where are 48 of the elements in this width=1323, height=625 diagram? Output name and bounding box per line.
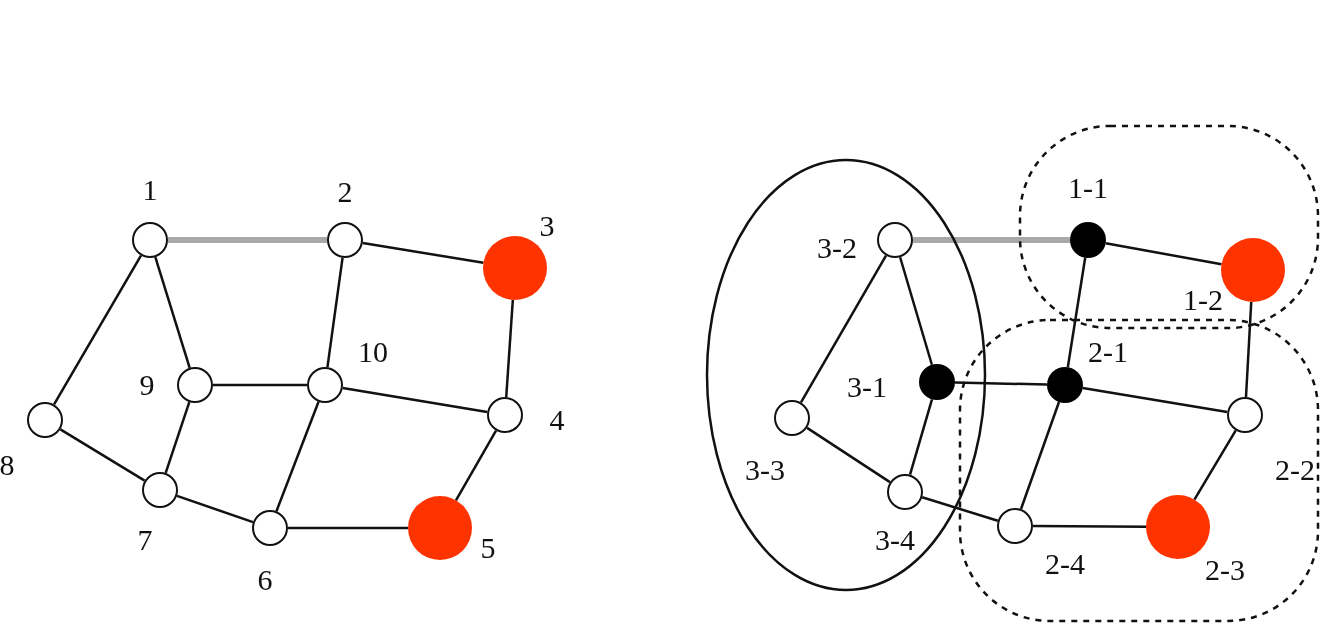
graph-edge (799, 254, 888, 404)
graph-edge (176, 494, 254, 524)
graph-edge (921, 496, 999, 522)
graph-edge (1082, 386, 1228, 414)
vertex-label: 3-4 (875, 525, 915, 555)
graph-edge (164, 401, 191, 474)
vertex-label: 6 (257, 565, 273, 595)
graph-edge (1019, 401, 1061, 510)
vertex-label: 3-3 (745, 455, 785, 485)
graph-edge (454, 429, 498, 501)
graph-edge (1033, 524, 1146, 529)
vertex-label: 1-2 (1183, 285, 1223, 315)
graph-edge (898, 256, 934, 366)
graph-edge (213, 383, 307, 387)
graph-edge (288, 526, 408, 530)
graph-edge (908, 398, 934, 476)
vertex-label: 9 (139, 370, 155, 400)
vertex-label: 2-1 (1088, 337, 1128, 367)
graph-edge (806, 426, 891, 484)
vertex-label: 2-4 (1045, 549, 1085, 579)
graph-edge (59, 428, 146, 482)
vertex-label: 7 (137, 525, 153, 555)
graph-edge (1105, 242, 1222, 266)
graph-edge (954, 381, 1048, 386)
vertex-label: 2-2 (1275, 455, 1315, 485)
vertex-label: 5 (480, 533, 496, 563)
vertex-label: 2-3 (1205, 555, 1245, 585)
graph-edge (154, 256, 191, 369)
vertex-label: 3-1 (847, 372, 887, 402)
graph-edge (275, 401, 320, 512)
graph-edge (362, 241, 484, 265)
graph-edge (504, 299, 515, 398)
vertex-label: 1-1 (1068, 173, 1108, 203)
graph-edge (1066, 257, 1087, 368)
graph-edge (326, 257, 344, 368)
graph-edge (53, 254, 142, 406)
graph-edge (168, 237, 327, 243)
vertex-label: 4 (549, 405, 565, 435)
vertex-label: 10 (358, 337, 388, 367)
vertex-label: 1 (142, 175, 158, 205)
vertex-label: 2 (337, 177, 353, 207)
graph-edge (342, 386, 488, 414)
graph-edge (913, 237, 1070, 243)
vertex-label: 8 (0, 450, 15, 480)
vertex-label: 3 (539, 211, 555, 241)
vertex-label: 3-2 (817, 233, 857, 263)
graph-edge (1193, 429, 1237, 501)
graph-edge (1244, 301, 1253, 398)
